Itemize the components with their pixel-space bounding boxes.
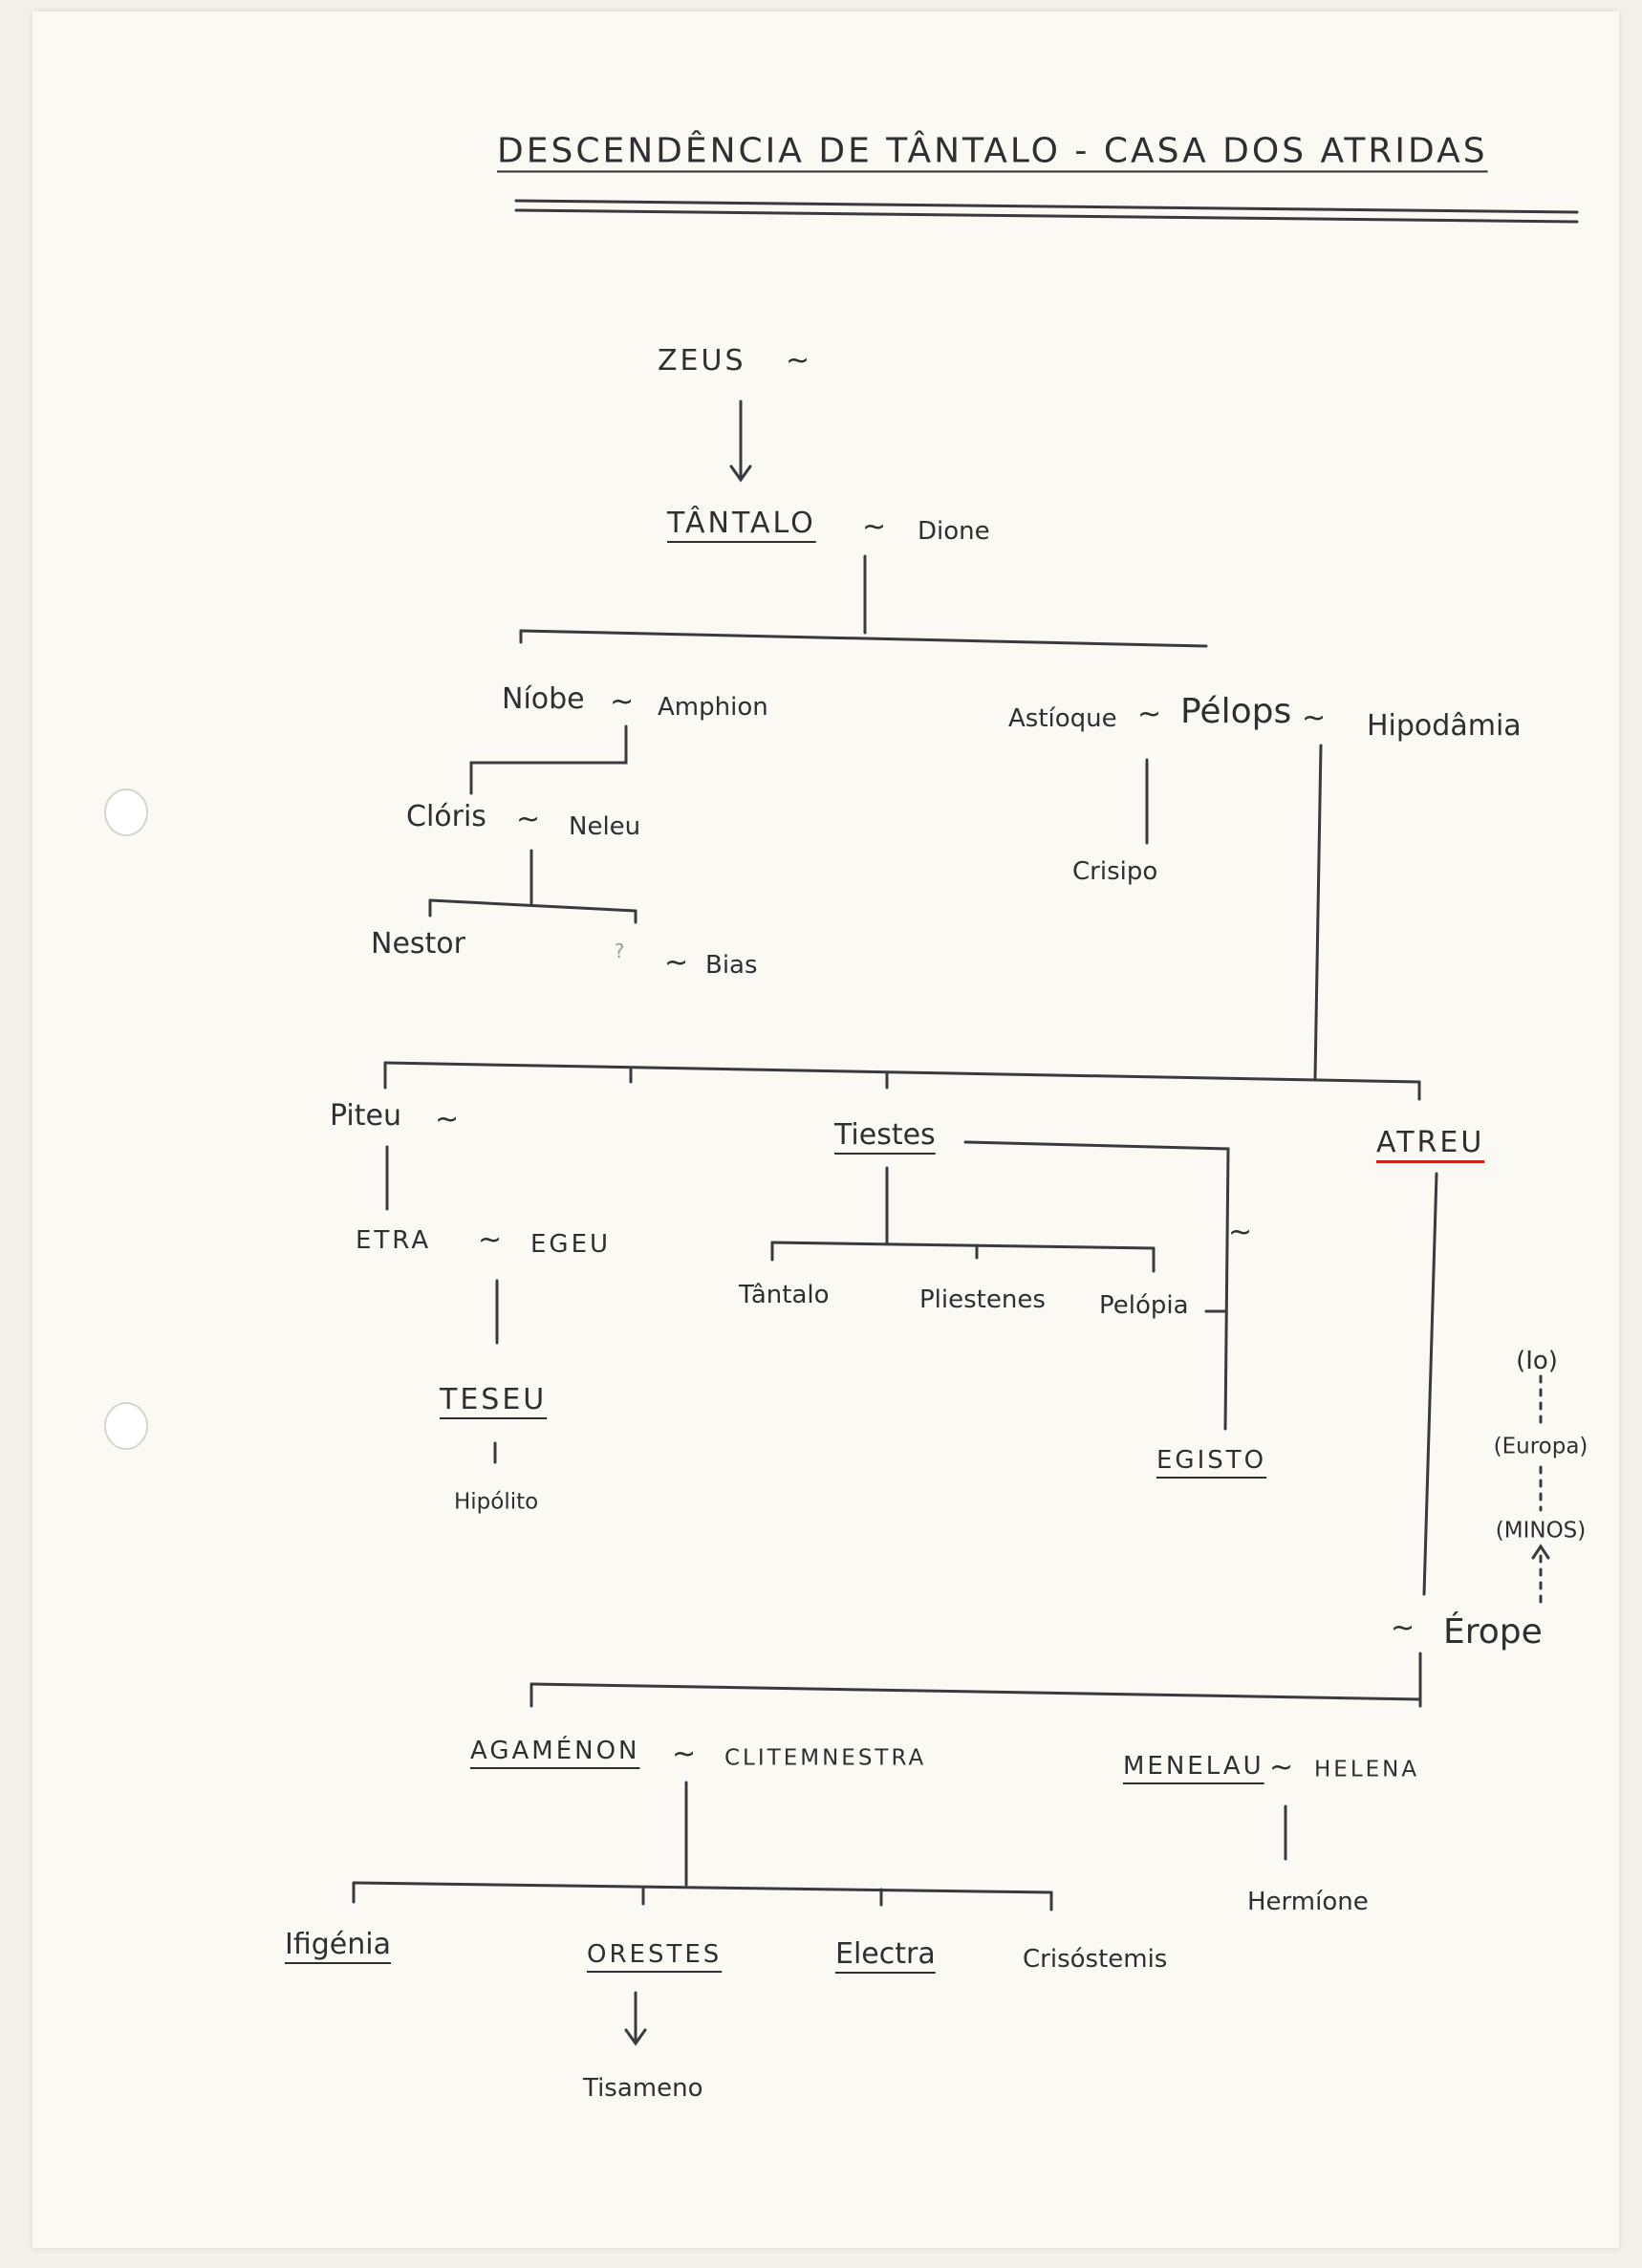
person-zeus: ZEUS (658, 344, 746, 378)
marriage-symbol: ~ (1269, 1751, 1294, 1784)
arrow-head (1531, 1544, 1550, 1560)
person-hipodamia: Hipodâmia (1367, 709, 1522, 743)
marriage-symbol: ~ (786, 344, 810, 378)
person-tiestes: Tiestes (834, 1118, 936, 1152)
person-amphion: Amphion (658, 693, 768, 722)
person-bias: Bias (705, 951, 758, 980)
person-piteu: Piteu (330, 1099, 401, 1133)
marriage-symbol: ~ (664, 946, 689, 980)
person-crisipo: Crisipo (1072, 857, 1158, 886)
person-orestes: ORESTES (587, 1940, 723, 1969)
person-menelau: MENELAU (1123, 1752, 1264, 1781)
person-nestor: Nestor (371, 927, 465, 961)
title-underline-1 (514, 199, 1579, 214)
page-title: DESCENDÊNCIA DE TÂNTALO - CASA DOS ATRID… (497, 131, 1488, 171)
marriage-symbol: ~ (1302, 702, 1327, 735)
person-dione: Dione (918, 517, 990, 546)
marriage-symbol: ~ (610, 685, 635, 719)
marriage-symbol: ~ (1391, 1611, 1415, 1645)
person-egeu: EGEU (530, 1230, 612, 1259)
person-helena: HELENA (1314, 1757, 1420, 1782)
marriage-symbol: ~ (478, 1223, 503, 1257)
marriage-symbol: ~ (1228, 1216, 1253, 1249)
person-europa: (Europa) (1493, 1434, 1588, 1459)
pelops-children-bar (383, 1061, 1421, 1084)
tantalo-children-bar (519, 629, 1208, 648)
person-agamenon: AGAMÉNON (470, 1737, 640, 1765)
punch-hole (104, 1402, 148, 1450)
person-tantalo-ii: Tântalo (739, 1281, 830, 1309)
person-ifigenia: Ifigénia (285, 1928, 391, 1961)
tiestes-egisto-line (963, 1140, 1230, 1431)
agamenon-children-bar (352, 1881, 1053, 1894)
title-underline-2 (514, 208, 1579, 224)
hipodamia-descent-line (1313, 744, 1323, 1080)
tiestes-children-bar (770, 1241, 1156, 1250)
unknown-mark: ? (614, 940, 625, 962)
marriage-symbol: ~ (672, 1738, 697, 1771)
person-pelopia: Pelópia (1099, 1291, 1189, 1320)
person-tisameno: Tisameno (583, 2074, 703, 2103)
punch-hole (104, 788, 148, 836)
arrow-head (729, 464, 752, 483)
atreu-descent-line (1422, 1172, 1438, 1596)
marriage-symbol: ~ (516, 803, 541, 836)
marriage-symbol: ~ (862, 510, 887, 544)
person-io: (Io) (1516, 1347, 1558, 1375)
person-erope: Érope (1443, 1612, 1543, 1652)
person-pelops: Pélops (1180, 692, 1292, 731)
person-crisostemis: Crisóstemis (1023, 1945, 1168, 1974)
person-atreu: ATREU (1376, 1126, 1485, 1159)
marriage-symbol: ~ (435, 1103, 460, 1136)
person-minos: (MINOS) (1495, 1518, 1587, 1544)
person-clitemnestra: CLITEMNESTRA (724, 1745, 927, 1771)
niobe-to-cloris-line (469, 724, 628, 795)
person-hermione: Hermíone (1247, 1888, 1369, 1916)
person-hipolito: Hipólito (454, 1489, 539, 1515)
marriage-symbol: ~ (1137, 698, 1162, 731)
paper-sheet (32, 11, 1619, 2248)
person-cloris: Clóris (406, 800, 486, 833)
cloris-children-bar (428, 898, 637, 913)
atreu-children-bar (529, 1682, 1422, 1701)
arrow-head (624, 2028, 647, 2046)
person-egisto: EGISTO (1156, 1446, 1267, 1475)
person-electra: Electra (835, 1937, 936, 1971)
person-neleu: Neleu (569, 812, 641, 841)
person-astioque: Astíoque (1008, 704, 1117, 733)
person-tantalo: TÂNTALO (667, 507, 816, 540)
person-etra: ETRA (356, 1226, 432, 1255)
person-pliestenes: Pliestenes (919, 1285, 1046, 1314)
person-niobe: Níobe (502, 682, 585, 716)
person-teseu: TESEU (440, 1383, 548, 1416)
